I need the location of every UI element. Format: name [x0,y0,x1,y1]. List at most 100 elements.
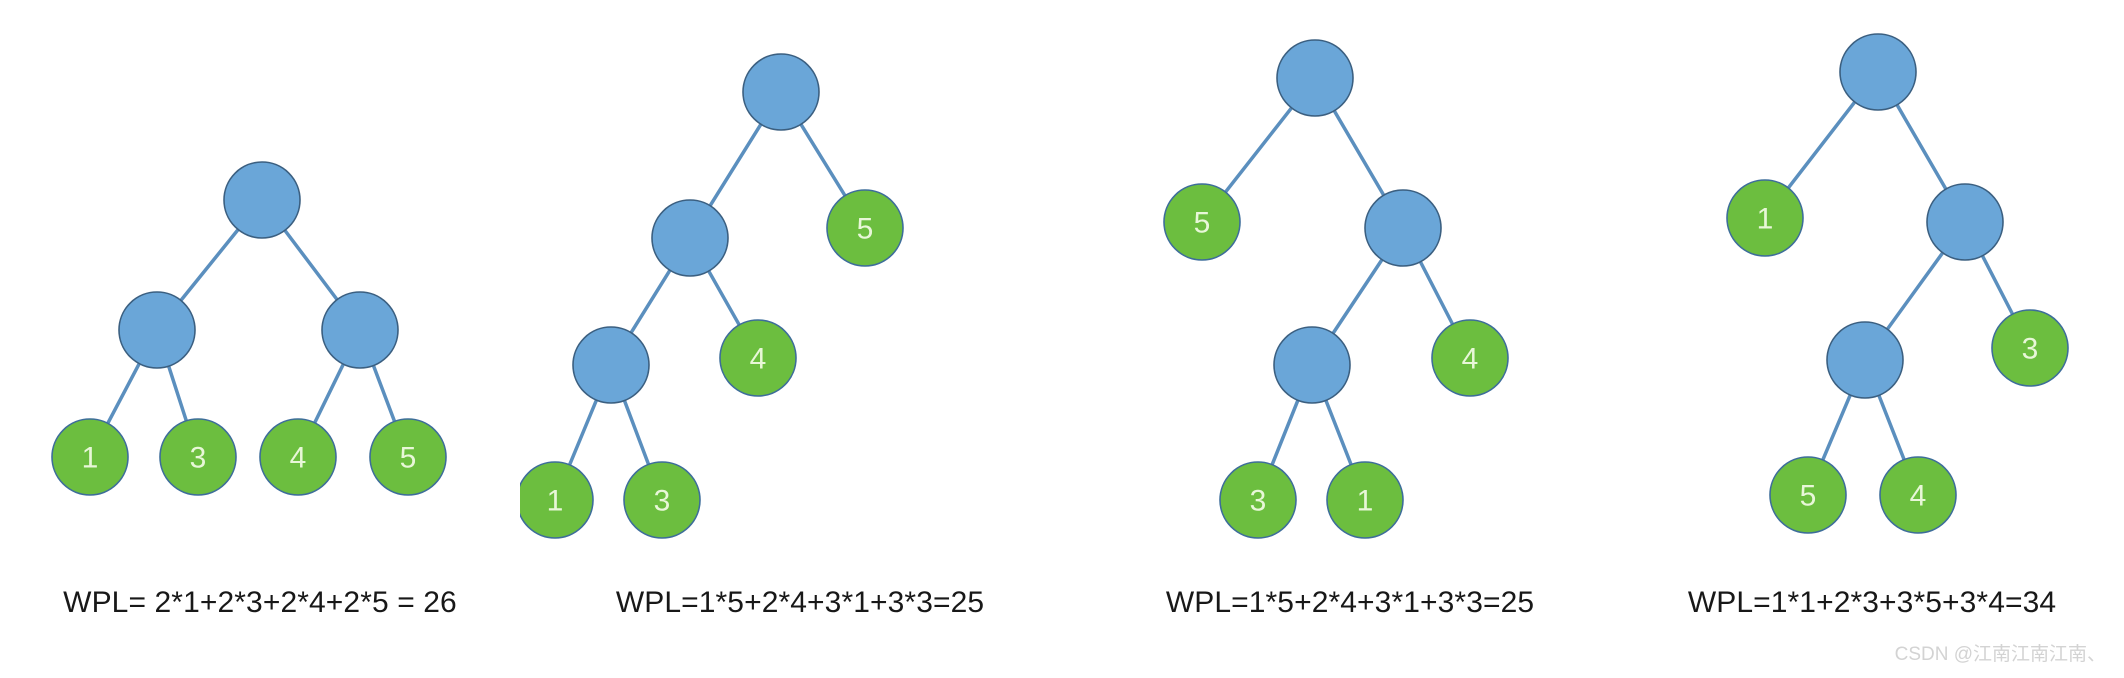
leaf-circle [719,319,797,397]
node-weight-label: 5 [857,213,874,246]
leaf-circle [1219,461,1297,539]
leaf-node[interactable]: 5 [1163,183,1241,261]
internal-node[interactable] [651,199,729,277]
tree-edge [1269,396,1301,469]
leaf-circle [159,418,237,496]
internal-node[interactable] [1364,189,1442,267]
leaf-node[interactable]: 1 [1726,179,1804,257]
node-weight-label: 1 [1357,485,1374,518]
internal-node[interactable] [1839,33,1917,111]
watermark: CSDN @江南江南江南、 [1894,644,2106,665]
tree-edge [628,266,673,337]
internal-node[interactable] [1826,321,1904,399]
node-weight-label: 1 [82,442,99,475]
internal-node[interactable] [1276,39,1354,117]
internal-circle [321,291,399,369]
tree-edge [1894,101,1949,193]
leaf-circle [623,461,701,539]
leaf-node[interactable]: 5 [369,418,447,496]
tree-edge [1222,104,1295,196]
leaf-node[interactable]: 4 [1879,456,1957,534]
tree-graph-2: 5 4 1 3 [520,53,904,539]
tree-edge [177,226,242,304]
leaf-node[interactable]: 3 [1991,309,2069,387]
leaf-node[interactable]: 1 [1326,461,1404,539]
node-weight-label: 3 [1250,485,1267,518]
internal-circle [651,199,729,277]
internal-node[interactable] [223,161,301,239]
leaf-node[interactable]: 4 [719,319,797,397]
internal-circle [1839,33,1917,111]
tree-edge [105,360,142,427]
tree-edge [621,396,652,469]
leaf-circle [1991,309,2069,387]
internal-circle [1364,189,1442,267]
tree-edge [707,120,764,210]
internal-node[interactable] [321,291,399,369]
internal-node[interactable] [1926,183,2004,261]
node-weight-label: 1 [547,485,564,518]
leaf-node[interactable]: 3 [159,418,237,496]
tree-graph-1: 1 3 4 5 [51,161,447,496]
leaf-circle [1769,456,1847,534]
tree-graph-4: 1 3 5 4 [1726,33,2069,534]
leaf-node[interactable]: 4 [259,418,337,496]
leaf-circle [520,461,594,539]
leaf-circle [1326,461,1404,539]
internal-circle [742,53,820,131]
node-weight-label: 4 [1462,343,1479,376]
leaf-node[interactable]: 3 [1219,461,1297,539]
node-weight-label: 5 [1800,480,1817,513]
tree-edge [705,267,743,329]
tree-edge [1323,396,1354,469]
internal-node[interactable] [1273,326,1351,404]
node-weight-label: 3 [654,485,671,518]
leaf-node[interactable]: 4 [1431,319,1509,397]
leaf-node[interactable]: 5 [826,189,904,267]
node-weight-label: 5 [400,442,417,475]
leaf-node[interactable]: 3 [623,461,701,539]
internal-node[interactable] [118,291,196,369]
leaf-circle [369,418,447,496]
node-weight-label: 1 [1757,203,1774,236]
internal-circle [1926,183,2004,261]
tree-edge [1876,391,1907,464]
leaf-node[interactable]: 1 [51,418,129,496]
leaf-node[interactable]: 1 [520,461,594,539]
node-weight-label: 4 [290,442,307,475]
tree-edge [1785,98,1858,192]
internal-node[interactable] [572,326,650,404]
node-weight-label: 4 [750,343,767,376]
tree-edge [1331,107,1387,199]
leaf-circle [1163,183,1241,261]
tree-graph-3: 5 4 3 1 [1163,39,1509,539]
wpl-caption-3: WPL=1*5+2*4+3*1+3*3=25 [1165,586,1535,619]
tree-edge [1979,252,2016,318]
wpl-caption-2: WPL=1*5+2*4+3*1+3*3=25 [615,586,985,619]
internal-circle [118,291,196,369]
tree-edge [281,226,341,304]
leaf-circle [1726,179,1804,257]
tree-edge [1820,391,1853,464]
tree-edge [798,120,848,200]
tree-edge [1884,249,1946,333]
tree-edge [1330,256,1385,337]
tree-edge [567,396,599,469]
leaf-circle [826,189,904,267]
node-weight-label: 4 [1910,480,1927,513]
leaf-circle [1879,456,1957,534]
leaf-circle [1431,319,1509,397]
leaf-circle [51,418,129,496]
internal-node[interactable] [742,53,820,131]
tree-edge [166,362,189,425]
node-weight-label: 3 [190,442,207,475]
wpl-caption-4: WPL=1*1+2*3+3*5+3*4=34 [1687,586,2057,619]
leaf-node[interactable]: 5 [1769,456,1847,534]
wpl-caption-1: WPL= 2*1+2*3+2*4+2*5 = 26 [63,586,457,619]
tree-edge [1417,258,1456,328]
